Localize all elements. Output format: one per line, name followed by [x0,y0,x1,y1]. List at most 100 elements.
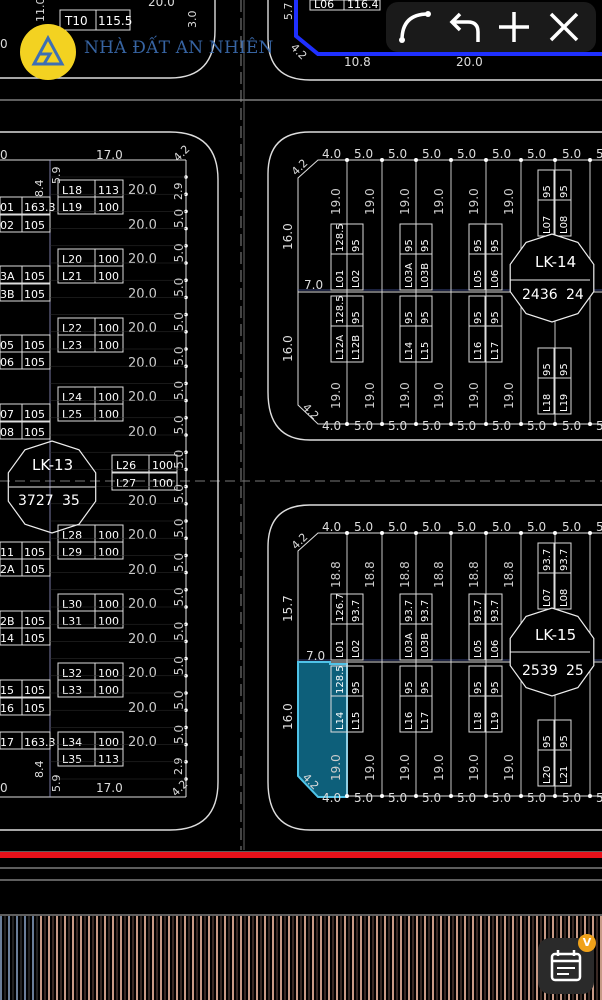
lot-id: 3B [0,288,15,301]
lk14-lots: 24 [566,287,584,303]
grid-point [414,422,418,426]
close-button[interactable] [542,6,586,48]
stripe [248,916,250,1000]
stripe [60,916,62,1000]
logo-triangle-icon [31,34,65,66]
stripe [328,916,330,1000]
stripe [28,916,30,1000]
grid-point [449,531,453,535]
lk14-left-dim-1: 16.0 [281,223,295,250]
stripe [148,916,150,1000]
grid-point [345,422,349,426]
lot-id: L34 [62,736,82,749]
lk15-lots: 25 [566,663,584,679]
lot-cell [21,265,51,284]
stripe [600,916,602,1000]
add-icon [499,12,529,42]
depth-dim: 20.0 [128,390,157,405]
grid-point [553,531,557,535]
stripe [276,916,278,1000]
add-button[interactable] [492,6,536,48]
lot-id: L28 [62,529,82,542]
stripe [504,916,506,1000]
lot-id: L18 [473,712,484,730]
lot-area: 95 [351,681,362,694]
lot-area: 95 [404,311,415,324]
lot-cell [148,472,178,491]
top-dim: 5.0 [527,520,546,534]
lk13-left-bot2: 8.4 [33,761,46,779]
width-dim: 5.0 [172,209,186,228]
lot-cell [468,223,486,291]
lot-id: L27 [116,477,136,490]
stripe [256,916,258,1000]
lot-area: 95 [490,681,501,694]
bottom-dim: 5.0 [527,419,546,433]
lot-id: L14 [335,712,346,730]
top-dim: 5.0 [492,520,511,534]
width-dim: 5.0 [172,622,186,641]
lot-area: 126.7 [335,593,346,622]
dim-30: 3.0 [186,11,199,29]
calendar-button[interactable]: V [538,934,596,994]
lk13-corner-top: 4.2 [171,143,193,165]
undo-button[interactable] [442,6,486,48]
stripe [488,916,490,1000]
lot-id: 17 [0,736,14,749]
arc-tool-button[interactable] [394,6,438,48]
depth-dim: 19.0 [398,754,412,781]
stripe [528,916,530,1000]
stripe [224,916,226,1000]
grid-point [553,794,557,798]
logo-badge [20,24,76,80]
depth-dim: 18.8 [329,561,343,588]
lot-cell [21,627,51,646]
close-icon [549,12,579,42]
lk15-left-dim-2: 7.0 [306,649,325,663]
top-dim: 5.0 [354,147,373,161]
width-dim: 5.0 [172,484,186,503]
block-lk-13[interactable]: 0 17.0 0 17.0 5.9 8.4 5.9 8.4 2.9 2.9 4.… [0,131,219,831]
lk13-top-dim: 17.0 [96,148,123,162]
stripe [476,916,478,1000]
lot-area: 105 [24,632,45,645]
depth-dim: 18.8 [502,561,516,588]
lot-id: 11 [0,546,14,559]
top-dim: 5.0 [388,520,407,534]
stripe [180,916,182,1000]
lot-area: 105 [24,408,45,421]
grid-point [553,158,557,162]
stripe [92,916,94,1000]
width-dim: 5.0 [172,691,186,710]
depth-dim: 20.0 [128,494,157,509]
lot-area: 93.7 [473,600,484,622]
block-lk-15[interactable]: L01126.7L14128.5L0293.7L1595L03A93.7L169… [267,504,602,831]
lot-id: L03A [404,263,415,288]
depth-dim: 20.0 [128,252,157,267]
lot-area: 93.7 [490,600,501,622]
stripe [84,916,86,1000]
lot-id: 3A [0,270,15,283]
lot-cell [94,610,124,629]
stripe [512,916,514,1000]
t10-label: T10 [64,14,88,28]
stripe [368,916,370,1000]
lot-id: L35 [62,753,82,766]
stripe [484,916,486,1000]
lk13-lots: 35 [62,493,80,509]
stripe [192,916,194,1000]
lot-area: 95 [420,681,431,694]
top-dim: 5.0 [354,520,373,534]
lot-area: 95 [404,239,415,252]
grid-point [380,422,384,426]
bottom-dim: 4.0 [322,791,341,805]
stripe [176,916,178,1000]
dim-0: 0 [0,37,8,51]
lot-area: 100 [98,684,119,697]
depth-dim: 19.0 [398,188,412,215]
lot-area: 93.7 [404,600,415,622]
block-lk-14[interactable]: L01128.5L12A128.5L0295L12B95L03A95L1495L… [267,131,602,441]
lk14-corner-bot: 4.2 [300,401,322,423]
